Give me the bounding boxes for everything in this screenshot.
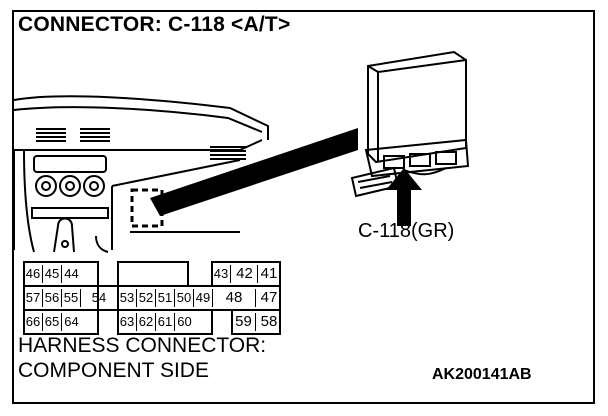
pin-cell: 43 <box>212 265 231 283</box>
ecu-location-marker <box>130 188 164 228</box>
diagram-title: CONNECTOR: C-118 <A/T> <box>18 13 291 36</box>
footer-line-2: COMPONENT SIDE <box>18 359 209 382</box>
pin-cell: 64 <box>64 314 79 329</box>
pin-cell: 56 <box>43 289 62 307</box>
figure-code: AK200141AB <box>432 366 532 383</box>
pin-cell: 57 <box>24 289 43 307</box>
pin-cell: 51 <box>156 289 175 307</box>
pin-cell: 60 <box>177 314 192 329</box>
pin-cell: 55 <box>62 289 81 307</box>
pin-cell: 42 <box>232 265 258 283</box>
pin-cell: 46 <box>24 265 43 283</box>
pin-cell: 65 <box>43 313 62 331</box>
pin-cell: 59 <box>232 313 256 331</box>
air-vent <box>36 128 246 160</box>
connector-pinout <box>23 261 281 335</box>
pin-cell: 54 <box>81 289 118 307</box>
pin-cell: 52 <box>137 289 156 307</box>
pin-cell: 45 <box>43 265 62 283</box>
pin-cell: 63 <box>118 313 137 331</box>
shift-lever <box>53 217 75 253</box>
pin-cell: 41 <box>260 265 278 282</box>
pin-cell: 61 <box>156 313 175 331</box>
connector-arrow <box>386 168 422 226</box>
pin-cell: 66 <box>24 313 43 331</box>
diagram-frame <box>12 10 595 404</box>
pin-cell: 53 <box>118 289 137 307</box>
climate-panel <box>31 155 109 219</box>
pin-cell: 50 <box>175 289 194 307</box>
pin-cell: 49 <box>194 289 213 307</box>
location-pointer <box>150 128 358 216</box>
footer-line-1: HARNESS CONNECTOR: <box>18 334 267 357</box>
pin-cell: 62 <box>137 313 156 331</box>
pin-cell: 47 <box>260 289 278 306</box>
pin-cell: 48 <box>213 289 256 307</box>
pin-cell: 44 <box>64 266 79 281</box>
connector-label: C-118(GR) <box>358 220 455 242</box>
pin-cell: 58 <box>260 313 278 330</box>
